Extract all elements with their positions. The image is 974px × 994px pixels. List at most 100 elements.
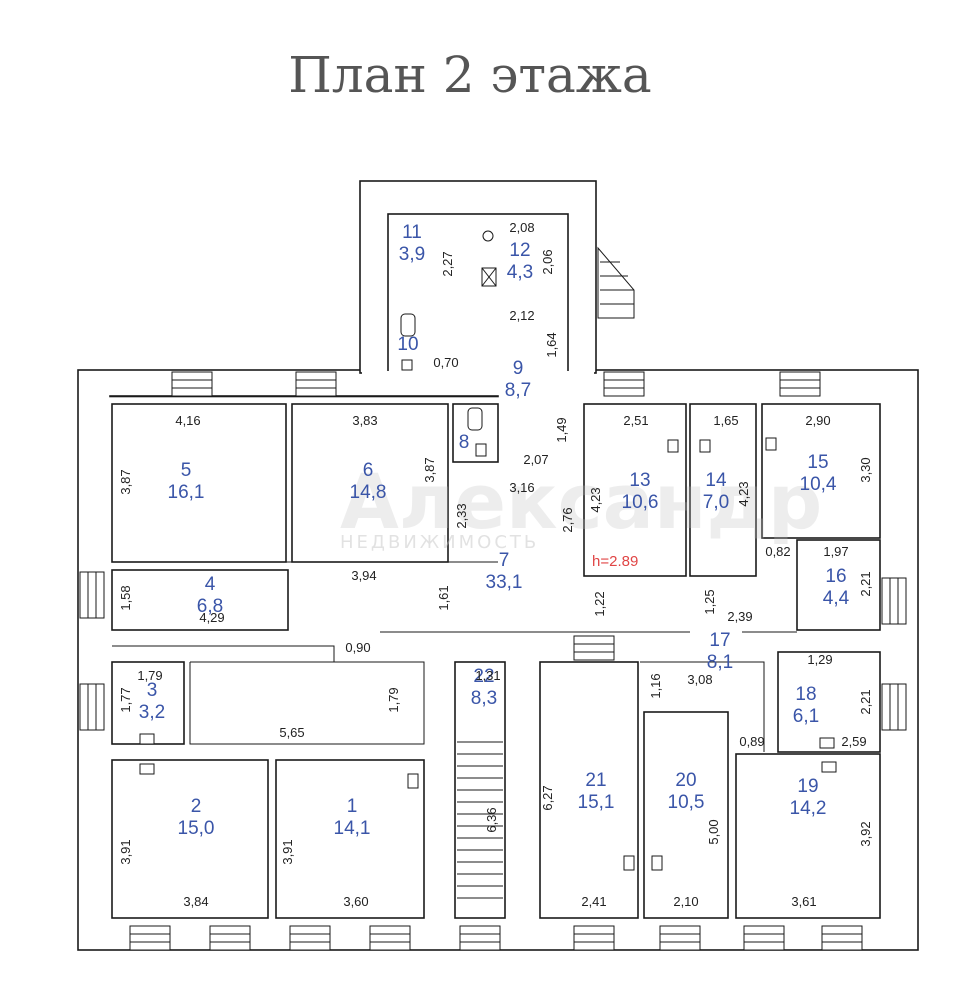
room-area-20: 10,5 [668, 792, 705, 813]
dimension-label: 3,60 [343, 894, 368, 909]
room-number-15: 15 [807, 452, 828, 473]
room-area-7: 33,1 [486, 572, 523, 593]
room-19 [735, 753, 881, 919]
room-2 [111, 759, 269, 919]
dimension-label: 1,22 [592, 591, 607, 616]
dimension-label: 3,87 [118, 469, 133, 494]
room-number-20: 20 [675, 770, 696, 791]
room-number-6: 6 [363, 460, 374, 481]
room-area-16: 4,4 [823, 588, 850, 609]
dimension-label: 2,76 [560, 507, 575, 532]
room-area-11: 3,9 [399, 244, 425, 265]
dimension-label: 2,51 [623, 413, 648, 428]
dimension-label: 3,08 [687, 672, 712, 687]
room-number-4: 4 [205, 574, 216, 595]
dimension-label: 2,21 [858, 571, 873, 596]
dimension-label: 3,94 [351, 568, 376, 583]
dimension-label: 4,23 [736, 481, 751, 506]
room-15 [761, 403, 881, 539]
dimension-label: 3,61 [791, 894, 816, 909]
room-area-12: 4,3 [507, 262, 533, 283]
windows [79, 371, 907, 951]
dimension-label: 1,97 [823, 544, 848, 559]
room-number-13: 13 [629, 470, 650, 491]
room-area-19: 14,2 [790, 798, 827, 819]
dimension-label: 2,41 [581, 894, 606, 909]
dimension-label: 1,77 [118, 687, 133, 712]
dimension-label: 6,27 [540, 785, 555, 810]
room-area-17: 8,1 [707, 652, 733, 673]
dimension-label: 1,25 [702, 589, 717, 614]
dimension-label: 1,61 [436, 585, 451, 610]
dimension-label: 3,83 [352, 413, 377, 428]
room-16 [796, 539, 881, 631]
dimension-label: 2,06 [540, 249, 555, 274]
dimension-label: 3,84 [183, 894, 208, 909]
dimension-label: 3,91 [118, 839, 133, 864]
dimension-label: 1,65 [713, 413, 738, 428]
room-number-19: 19 [797, 776, 818, 797]
room-4 [111, 569, 289, 631]
dimension-label: 3,16 [509, 480, 534, 495]
room-20 [643, 711, 729, 919]
room-21 [539, 661, 639, 919]
room-number-11: 11 [402, 222, 422, 243]
dimension-label: 2,33 [454, 503, 469, 528]
room-number-5: 5 [181, 460, 192, 481]
watermark-logo: Александр [340, 457, 822, 546]
dimension-label: 2,39 [727, 609, 752, 624]
room-number-8: 8 [459, 432, 470, 453]
room-area-3: 3,2 [139, 702, 165, 723]
dimension-label: 1,49 [554, 417, 569, 442]
tower-joint [362, 371, 594, 375]
height-note: h=2.89 [592, 553, 638, 570]
room-area-13: 10,6 [622, 492, 659, 513]
room-14 [689, 403, 757, 577]
dimension-label: 1,16 [648, 673, 663, 698]
dimension-label: 1,79 [386, 687, 401, 712]
room-number-21: 21 [585, 770, 606, 791]
room-number-10: 10 [397, 334, 418, 355]
room-area-14: 7,0 [703, 492, 729, 513]
room-number-2: 2 [191, 796, 202, 817]
room-area-15: 10,4 [800, 474, 837, 495]
dimension-label: 1,64 [544, 332, 559, 357]
dimension-label: 1,58 [118, 585, 133, 610]
dimension-label: 5,00 [706, 819, 721, 844]
dimension-label: 2,90 [805, 413, 830, 428]
room-number-3: 3 [147, 680, 158, 701]
dimension-label: 2,59 [841, 734, 866, 749]
page-title: План 2 этажа [288, 46, 651, 104]
room-area-18: 6,1 [793, 706, 819, 727]
dimension-label: 2,10 [673, 894, 698, 909]
room-area-22: 8,3 [471, 688, 497, 709]
room-number-7: 7 [499, 550, 510, 571]
room-area-4: 6,8 [197, 596, 223, 617]
room-area-9: 8,7 [505, 380, 531, 401]
room-5 [111, 403, 287, 563]
room-number-22: 22 [473, 666, 494, 687]
room-18 [777, 651, 881, 753]
sanitary-symbols [139, 230, 837, 871]
dimension-label: 2,07 [523, 452, 548, 467]
room-6 [291, 403, 449, 563]
dimension-label: 2,08 [509, 220, 534, 235]
room-17-bound [640, 661, 765, 752]
outer-stair-top [597, 246, 635, 319]
dimension-label: 3,87 [422, 457, 437, 482]
room-1 [275, 759, 425, 919]
dimension-label: 1,29 [807, 652, 832, 667]
stair-treads [457, 741, 503, 899]
room-area-5: 16,1 [168, 482, 205, 503]
room-number-1: 1 [347, 796, 358, 817]
room-number-16: 16 [825, 566, 846, 587]
dimension-label: 0,70 [433, 355, 458, 370]
dimension-label: 0,89 [739, 734, 764, 749]
dimension-label: 3,92 [858, 821, 873, 846]
dimension-label: 2,27 [440, 251, 455, 276]
room-3 [111, 661, 185, 745]
room-number-18: 18 [795, 684, 816, 705]
room-area-1: 14,1 [334, 818, 371, 839]
dimension-label: 4,23 [588, 487, 603, 512]
